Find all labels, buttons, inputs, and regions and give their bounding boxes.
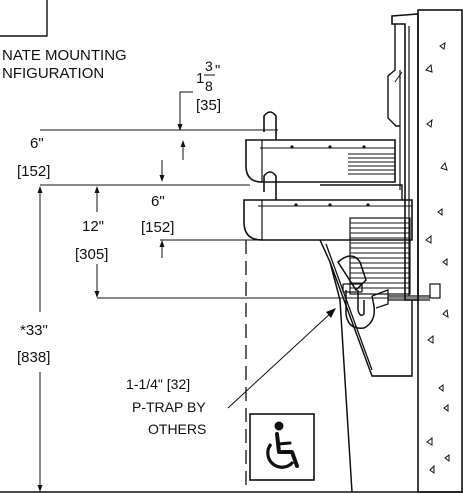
- offset-dimension: 1 3 8 " [35]: [177, 58, 221, 160]
- p-trap-leader: [227, 308, 336, 409]
- offset-numerator: 3: [205, 58, 213, 74]
- lower-shroud: [319, 239, 413, 493]
- louvered-grille: [349, 217, 411, 295]
- bubbler-top-metric: [152]: [17, 163, 50, 180]
- bubbler-top-imperial: 6": [30, 135, 44, 152]
- basin-trap-metric: [305]: [75, 246, 108, 263]
- wheelchair-icon: [249, 413, 315, 481]
- lower-fountain-unit: [243, 171, 413, 241]
- offset-metric: [35]: [196, 97, 221, 114]
- rim-height-imperial: *33": [20, 322, 48, 339]
- offset-unit: ": [215, 62, 220, 79]
- offset-denominator: 8: [205, 78, 213, 94]
- rim-height-metric: [838]: [17, 349, 50, 366]
- bubbler-height-dimension-top: 6" [152]: [17, 129, 278, 186]
- basin-trap-imperial: 12": [82, 218, 104, 235]
- ptrap-note-line2: P-TRAP BY: [132, 399, 206, 415]
- bubbler-lower-imperial: 6": [151, 193, 165, 210]
- config-note-line2: NFIGURATION: [2, 65, 104, 82]
- ptrap-note-line3: OTHERS: [148, 421, 206, 437]
- mounting-bracket: [387, 13, 419, 301]
- config-note-line1: NATE MOUNTING: [2, 47, 127, 64]
- rim-height-dimension: *33" [838]: [17, 186, 50, 492]
- frame-corner: [0, 0, 48, 37]
- bubbler-lower-metric: [152]: [141, 219, 174, 236]
- basin-to-trap-dimension: 12" [305]: [75, 186, 440, 299]
- p-trap: [337, 255, 441, 329]
- ptrap-note-line1: 1-1/4" [32]: [126, 376, 190, 392]
- offset-whole: 1: [196, 70, 204, 87]
- bubbler-height-dimension-lower: 6" [152]: [141, 160, 320, 258]
- wall: [417, 9, 463, 493]
- upper-fountain-unit: [245, 111, 396, 183]
